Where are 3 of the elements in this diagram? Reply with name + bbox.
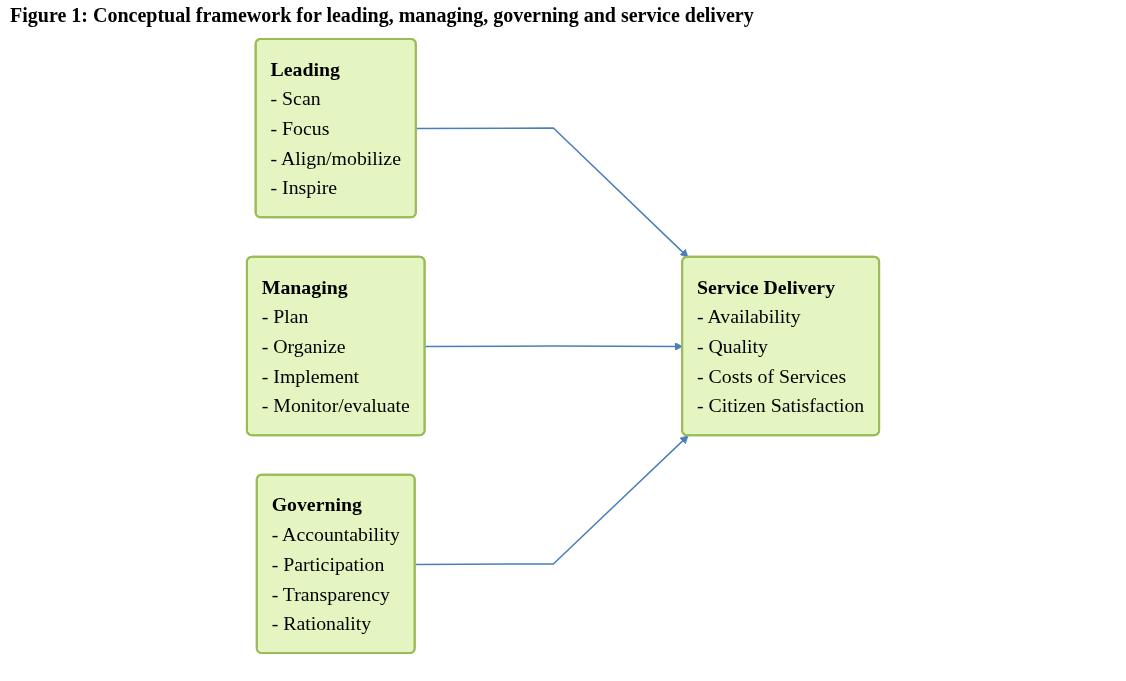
figure-title: Figure 1: Conceptual framework for leading, managing, governing and service delivery	[10, 4, 755, 27]
arrow	[414, 435, 689, 566]
arrow	[415, 127, 689, 258]
